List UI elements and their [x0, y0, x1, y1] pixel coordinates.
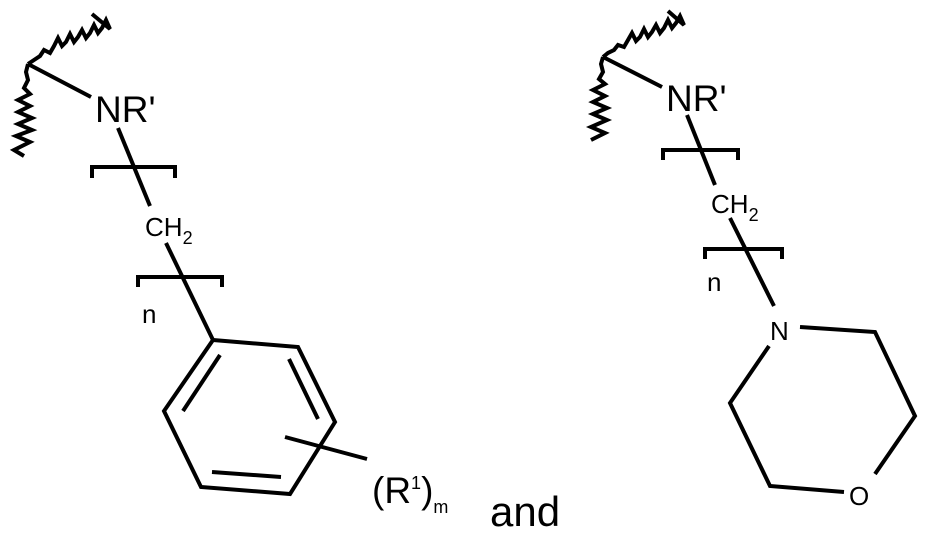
conjunction-and: and — [490, 488, 560, 535]
morpholine-o-label: O — [849, 481, 869, 511]
linker-label: CH2 — [145, 212, 193, 248]
morpholine-n-label: N — [770, 316, 789, 346]
bond-linker-to-ring — [728, 217, 776, 307]
right-structure: NR' CH2 n N O — [585, 9, 918, 511]
benzene-ring — [161, 337, 338, 497]
repeat-bracket-bottom — [703, 247, 784, 259]
morpholine-ring — [727, 325, 918, 494]
substituent-label: (R1)m — [372, 470, 448, 517]
amine-label: NR' — [666, 78, 727, 119]
bond-linker-to-ring — [164, 242, 215, 341]
amine-label: NR' — [95, 89, 156, 130]
bond-to-substituent — [284, 435, 368, 461]
left-structure: NR' CH2 n (R1)m — [9, 12, 448, 517]
repeat-count-label: n — [707, 267, 721, 297]
repeat-bracket-top — [90, 165, 177, 178]
bond-to-amine — [27, 62, 92, 99]
wavy-attachment-bond-left — [9, 63, 38, 158]
wavy-attachment-bond-top — [601, 9, 686, 59]
benzene-double-bond-3 — [211, 470, 282, 479]
repeat-bracket-top — [661, 148, 740, 160]
bond-to-amine — [602, 55, 663, 89]
linker-label: CH2 — [711, 189, 759, 225]
repeat-count-label: n — [142, 299, 156, 329]
wavy-attachment-bond-left — [585, 56, 613, 142]
repeat-bracket-bottom — [136, 275, 224, 287]
wavy-attachment-bond-top — [26, 12, 112, 66]
benzene-double-bond-2 — [287, 358, 320, 420]
benzene-double-bond-1 — [181, 353, 222, 413]
